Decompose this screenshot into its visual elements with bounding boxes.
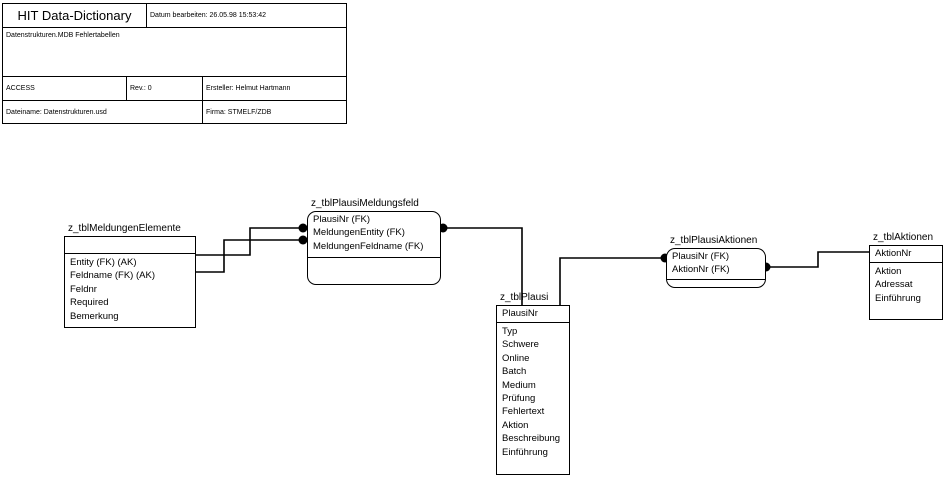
attribute: Medium [502, 379, 536, 391]
entity-box-z-tblmeldungenelemente: Entity (FK) (AK) Feldname (FK) (AK) Feld… [64, 236, 196, 328]
entity-z-tblplausi[interactable]: z_tblPlausi PlausiNr Typ Schwere Online … [496, 292, 570, 475]
document-title: HIT Data-Dictionary [3, 4, 147, 27]
company: Firma: STMELF/ZDB [206, 108, 272, 116]
relationship-plausi-plausiaktionen [559, 257, 664, 305]
title-block: HIT Data-Dictionary Datum bearbeiten: 26… [2, 3, 347, 124]
attribute: Schwere [502, 339, 539, 351]
key-attribute: AktionNr (FK) [672, 264, 730, 276]
attribute: Fehlertext [502, 406, 545, 418]
entity-key-area-z-tblplausi: PlausiNr [497, 306, 569, 323]
entity-title-z-tblplausi: z_tblPlausi [500, 292, 549, 303]
attribute: Beschreibung [502, 433, 561, 445]
title-block-row-description: Datenstrukturen.MDB Fehlertabellen [3, 28, 346, 77]
key-attribute: MeldungenEntity (FK) [313, 227, 405, 239]
attribute: Batch [502, 366, 527, 378]
key-attribute: PlausiNr (FK) [313, 214, 371, 225]
attribute: Einführung [502, 446, 548, 458]
key-attribute: AktionNr [875, 248, 912, 259]
attribute: Prüfung [502, 393, 536, 405]
attribute: Aktion [502, 419, 529, 431]
entity-z-tblplausiaktionen[interactable]: z_tblPlausiAktionen PlausiNr (FK) Aktion… [666, 235, 766, 288]
entity-box-z-tblplausimeldungsfeld: PlausiNr (FK) MeldungenEntity (FK) Meldu… [307, 211, 441, 285]
entity-key-area-z-tblplausiaktionen: PlausiNr (FK) AktionNr (FK) [667, 249, 765, 280]
entity-box-z-tblaktionen: AktionNr Aktion Adressat Einführung [869, 245, 943, 320]
attribute: Bemerkung [70, 310, 119, 322]
entity-title-z-tblplausimeldungsfeld: z_tblPlausiMeldungsfeld [311, 198, 419, 209]
key-attribute: PlausiNr (FK) [672, 251, 730, 262]
entity-attr-area-z-tblmeldungenelemente: Entity (FK) (AK) Feldname (FK) (AK) Feld… [65, 254, 195, 325]
relationship-plausiaktionen-aktionen [767, 251, 869, 268]
entity-key-area-z-tblaktionen: AktionNr [870, 246, 942, 263]
entity-box-z-tblplausiaktionen: PlausiNr (FK) AktionNr (FK) [666, 248, 766, 288]
key-attribute: MeldungenFeldname (FK) [313, 240, 424, 252]
entity-attr-area-z-tblplausiaktionen [667, 280, 765, 284]
filename: Dateiname: Datenstrukturen.usd [3, 101, 203, 123]
relationship-meldungenelemente-plausimeldungsfeld-1 [195, 227, 305, 256]
system-name: ACCESS [3, 77, 127, 100]
key-attribute: PlausiNr [502, 308, 538, 319]
entity-z-tblplausimeldungsfeld[interactable]: z_tblPlausiMeldungsfeld PlausiNr (FK) Me… [307, 198, 441, 285]
revision: Rev.: 0 [127, 77, 203, 100]
entity-attr-area-z-tblplausimeldungsfeld [308, 258, 440, 262]
title-block-row-file: Dateiname: Datenstrukturen.usd Firma: ST… [3, 101, 346, 123]
title-block-row-header: HIT Data-Dictionary Datum bearbeiten: 26… [3, 4, 346, 28]
edit-date: Datum bearbeiten: 26.05.98 15:53:42 [150, 12, 266, 19]
entity-box-z-tblplausi: PlausiNr Typ Schwere Online Batch Medium… [496, 305, 570, 475]
attribute: Feldname (FK) (AK) [70, 270, 155, 282]
entity-title-z-tblplausiaktionen: z_tblPlausiAktionen [670, 235, 758, 246]
attribute: Einführung [875, 292, 921, 304]
relationship-meldungenelemente-plausimeldungsfeld-2 [195, 239, 305, 273]
entity-attr-area-z-tblplausi: Typ Schwere Online Batch Medium Prüfung … [497, 323, 569, 461]
document-description: Datenstrukturen.MDB Fehlertabellen [6, 32, 120, 39]
attribute: Online [502, 352, 530, 364]
attribute: Aktion [875, 266, 902, 277]
attribute: Required [70, 297, 109, 309]
entity-z-tblmeldungenelemente[interactable]: z_tblMeldungenElemente Entity (FK) (AK) … [64, 223, 196, 328]
attribute: Entity (FK) (AK) [70, 257, 137, 268]
title-block-row-meta: ACCESS Rev.: 0 Ersteller: Helmut Hartman… [3, 77, 346, 101]
entity-attr-area-z-tblaktionen: Aktion Adressat Einführung [870, 263, 942, 307]
entity-title-z-tblmeldungenelemente: z_tblMeldungenElemente [68, 223, 181, 234]
author: Ersteller: Helmut Hartmann [206, 85, 291, 92]
entity-key-area-z-tblmeldungenelemente [65, 237, 195, 254]
attribute: Typ [502, 326, 518, 337]
entity-key-area-z-tblplausimeldungsfeld: PlausiNr (FK) MeldungenEntity (FK) Meldu… [308, 212, 440, 258]
entity-z-tblaktionen[interactable]: z_tblAktionen AktionNr Aktion Adressat E… [869, 232, 943, 320]
entity-title-z-tblaktionen: z_tblAktionen [873, 232, 934, 243]
attribute: Adressat [875, 279, 913, 291]
attribute: Feldnr [70, 283, 97, 295]
